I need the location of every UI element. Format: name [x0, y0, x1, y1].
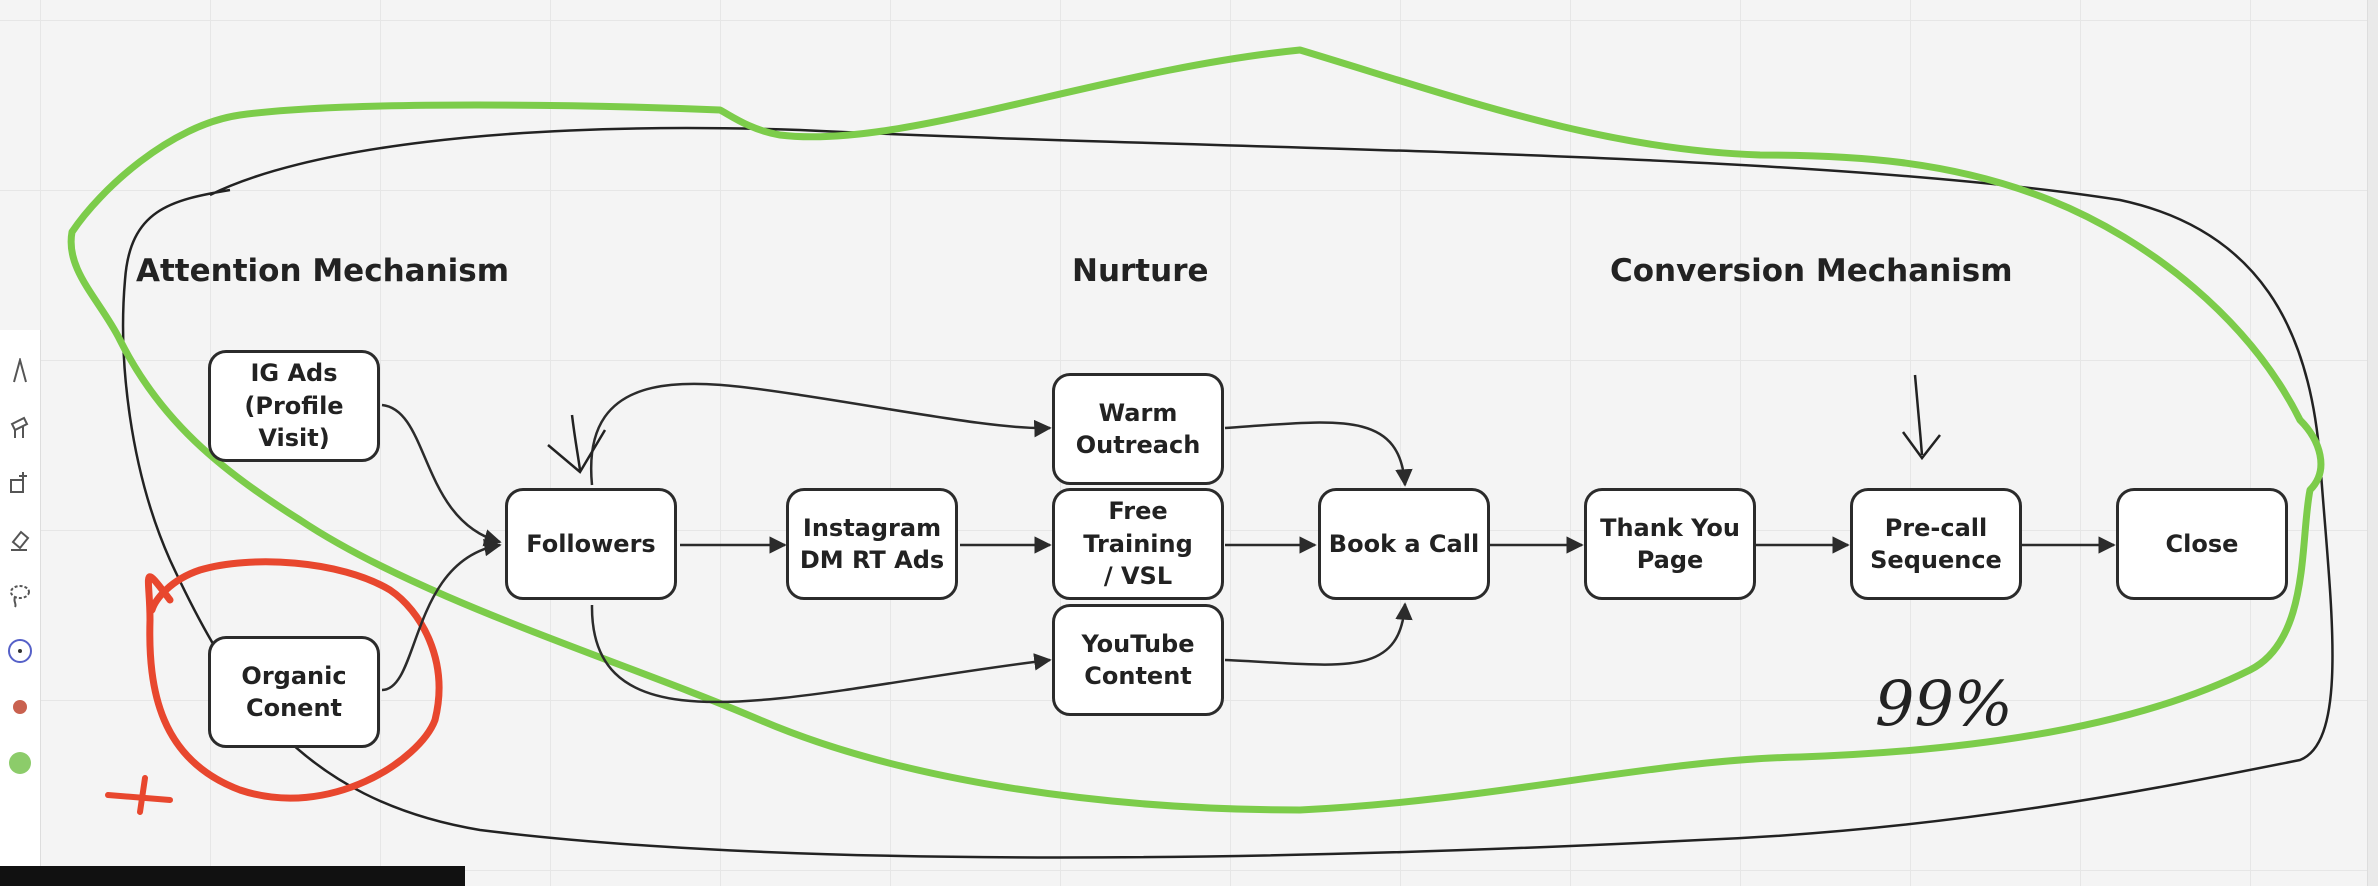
eraser-icon[interactable] — [7, 524, 33, 554]
drawing-toolbar — [0, 330, 41, 876]
section-title-attention: Attention Mechanism — [136, 253, 510, 289]
right-scroll-edge — [2367, 0, 2378, 886]
red-circle-highlight — [144, 558, 443, 802]
video-progress-bar — [0, 866, 465, 886]
node-thank-you-page[interactable]: Thank You Page — [1584, 488, 1756, 600]
node-ig-ads[interactable]: IG Ads (Profile Visit) — [208, 350, 380, 462]
node-organic-content[interactable]: Organic Conent — [208, 636, 380, 748]
arrow-igads-to-followers — [381, 403, 502, 547]
arrow-warm-to-book — [1224, 421, 1413, 487]
arrow-youtube-to-book — [1224, 602, 1413, 666]
red-plus-horizontal — [105, 792, 173, 803]
green-color-swatch[interactable] — [7, 748, 33, 778]
node-precall-sequence[interactable]: Pre-call Sequence — [1850, 488, 2022, 600]
arrow-followers-to-youtube — [590, 604, 1052, 704]
node-close[interactable]: Close — [2116, 488, 2288, 600]
node-youtube-content[interactable]: YouTube Content — [1052, 604, 1224, 716]
handdrawn-arrow-followers — [547, 414, 607, 474]
pen-icon[interactable] — [7, 356, 33, 386]
highlighter-icon[interactable] — [7, 412, 33, 442]
arrow-organic-to-followers — [381, 538, 502, 692]
node-warm-outreach[interactable]: Warm Outreach — [1052, 373, 1224, 485]
node-followers[interactable]: Followers — [505, 488, 677, 600]
handdrawn-arrow-precall — [1901, 374, 1941, 461]
lasso-icon[interactable] — [7, 580, 33, 610]
arrow-followers-to-warm — [589, 382, 1052, 486]
green-lasso-outline — [67, 46, 2325, 814]
red-color-swatch[interactable] — [7, 692, 33, 722]
shapes-icon[interactable] — [7, 468, 33, 498]
section-title-conversion: Conversion Mechanism — [1610, 253, 2013, 289]
color-picker-icon[interactable] — [7, 636, 33, 666]
node-free-training[interactable]: Free Training / VSL — [1052, 488, 1224, 600]
section-title-nurture: Nurture — [1072, 253, 1209, 289]
handwritten-percent: 99% — [1875, 667, 2013, 740]
node-instagram-dm[interactable]: Instagram DM RT Ads — [786, 488, 958, 600]
black-lasso-outline — [121, 126, 2334, 859]
node-book-a-call[interactable]: Book a Call — [1318, 488, 1490, 600]
